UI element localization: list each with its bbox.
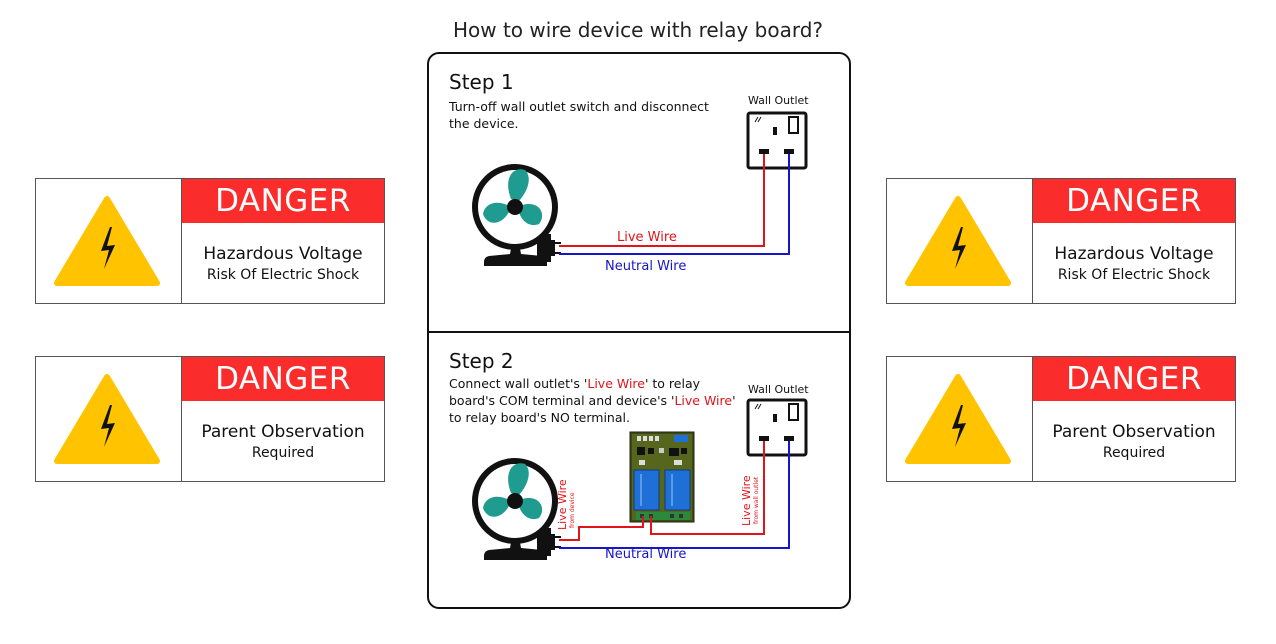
danger-sign-hazardous-voltage-left: DANGER Hazardous Voltage Risk Of Electri… — [35, 178, 385, 304]
wall-outlet-icon — [746, 398, 808, 457]
live-wire-highlight: Live Wire — [674, 393, 733, 408]
lightning-bolt-icon — [952, 227, 966, 269]
wall-outlet-label: Wall Outlet — [748, 383, 809, 396]
instructions-panel: Step 1 Turn-off wall outlet switch and d… — [427, 52, 851, 609]
danger-line-1: Parent Observation — [201, 422, 365, 442]
fan-icon — [472, 458, 558, 560]
neutral-wire — [559, 154, 790, 255]
danger-line-2: Required — [1102, 445, 1166, 461]
danger-header: DANGER — [182, 179, 384, 223]
lightning-bolt-icon — [101, 227, 115, 269]
plug-icon — [537, 528, 561, 556]
live-wire-highlight: Live Wire — [587, 376, 645, 391]
neutral-wire-label: Neutral Wire — [605, 547, 687, 562]
plug-icon — [537, 234, 561, 262]
lightning-bolt-icon — [952, 405, 966, 447]
danger-header: DANGER — [1033, 179, 1235, 223]
warning-triangle-icon — [54, 374, 160, 464]
danger-sign-parent-observation-right: DANGER Parent Observation Required — [886, 356, 1236, 482]
danger-sign-parent-observation-left: DANGER Parent Observation Required — [35, 356, 385, 482]
danger-line-2: Risk Of Electric Shock — [1057, 267, 1211, 283]
danger-line-2: Required — [251, 445, 315, 461]
live-wire-label: Live Wire — [617, 230, 677, 245]
step-divider — [429, 331, 849, 333]
step-2-title: Step 2 — [449, 349, 514, 373]
step-2-instructions: Connect wall outlet's 'Live Wire' to rel… — [449, 376, 736, 425]
relay-board-icon — [629, 431, 695, 523]
wall-outlet-icon — [746, 111, 808, 170]
warning-triangle-icon — [905, 374, 1011, 464]
danger-line-1: Parent Observation — [1052, 422, 1216, 442]
lightning-bolt-icon — [101, 405, 115, 447]
danger-header: DANGER — [1033, 357, 1235, 401]
wiring-diagram — [472, 111, 808, 560]
warning-triangle-icon — [905, 196, 1011, 286]
danger-line-1: Hazardous Voltage — [1054, 244, 1214, 264]
page-title: How to wire device with relay board? — [452, 18, 824, 42]
danger-header: DANGER — [182, 357, 384, 401]
danger-line-2: Risk Of Electric Shock — [206, 267, 360, 283]
neutral-wire-label: Neutral Wire — [605, 259, 687, 274]
step-1-title: Step 1 — [449, 70, 514, 94]
step-1-instructions: Turn-off wall outlet switch and disconne… — [449, 99, 709, 131]
danger-line-1: Hazardous Voltage — [203, 244, 363, 264]
danger-sign-hazardous-voltage-right: DANGER Hazardous Voltage Risk Of Electri… — [886, 178, 1236, 304]
live-wire-outlet-label: Live Wire from wall outlet — [740, 475, 760, 526]
fan-icon — [472, 164, 558, 266]
live-wire — [559, 154, 765, 247]
neutral-wire — [559, 441, 790, 549]
warning-triangle-icon — [54, 196, 160, 286]
wall-outlet-label: Wall Outlet — [748, 94, 809, 107]
live-wire-device — [559, 516, 644, 541]
live-wire-outlet — [650, 441, 765, 535]
live-wire-device-label: Live Wire from device — [556, 479, 576, 530]
